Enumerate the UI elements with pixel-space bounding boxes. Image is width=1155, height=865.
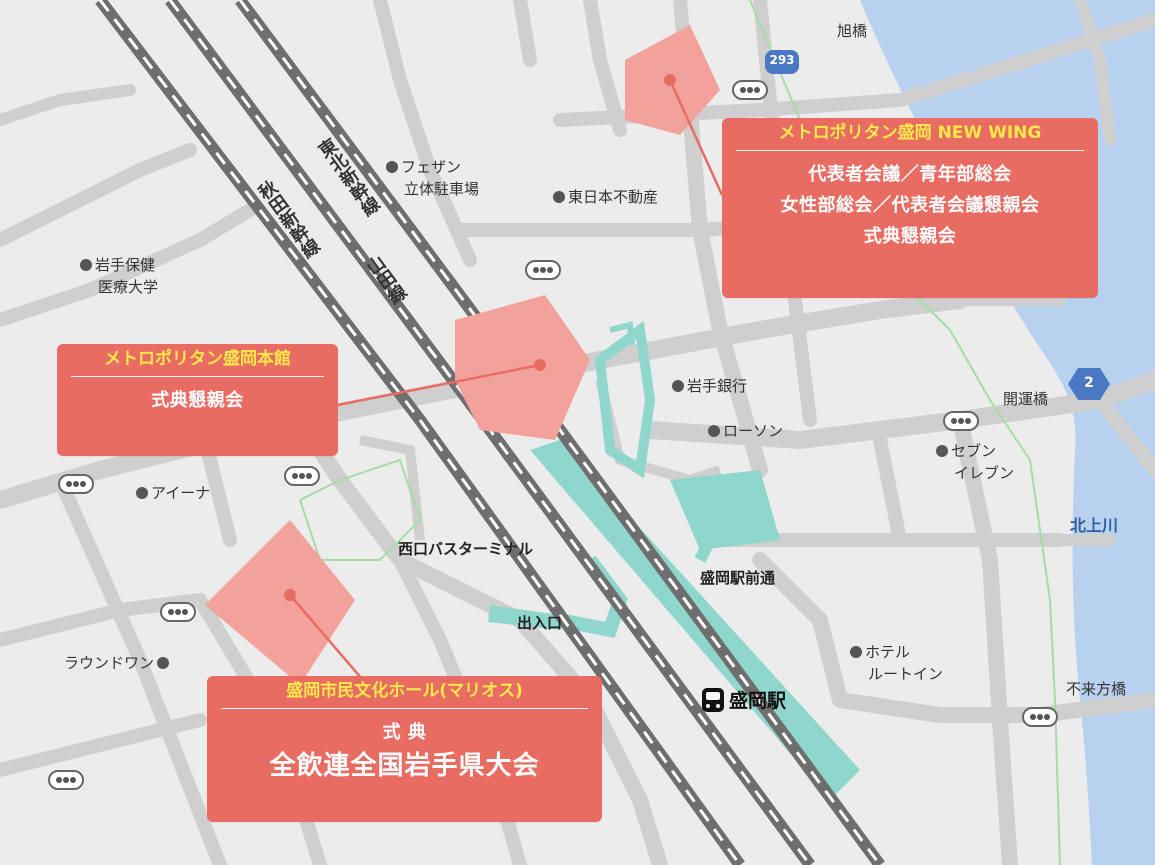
intersection-marker	[160, 602, 196, 622]
venue-title: メトロポリタン盛岡 NEW WING	[778, 123, 1042, 143]
poi-iwate-hoken-iryo-daigaku: 岩手保健 医療大学	[80, 254, 158, 298]
poi-label: 立体駐車場	[404, 180, 480, 198]
poi-label: 東日本不動産	[568, 188, 659, 206]
venue-event: 代表者会議／青年部総会	[808, 164, 1012, 185]
intersection-marker	[48, 770, 84, 790]
poi-label: ラウンドワン	[64, 654, 155, 672]
venue-event: 全飲連全国岩手県大会	[269, 751, 540, 781]
poi-label: 医療大学	[98, 278, 159, 296]
ekimae-dori-label: 盛岡駅前通	[700, 569, 776, 587]
poi-label: ホテル	[865, 643, 911, 661]
divider	[221, 708, 588, 709]
intersection-marker	[58, 474, 94, 494]
venue-card-new-wing[interactable]: メトロポリタン盛岡 NEW WING 代表者会議／青年部総会 女性部総会／代表者…	[722, 118, 1098, 298]
venue-title: 盛岡市民文化ホール(マリオス)	[286, 681, 523, 701]
poi-seven-eleven: セブン イレブン	[936, 440, 1014, 484]
poi-hotel-route-inn: ホテル ルートイン	[850, 641, 943, 685]
poi-lawson: ローソン	[708, 420, 783, 442]
divider	[736, 150, 1084, 151]
poi-aiina: アイーナ	[136, 482, 210, 504]
asahibashi-label: 旭橋	[837, 22, 868, 40]
poi-label: イレブン	[954, 464, 1015, 482]
poi-marker-icon	[708, 425, 720, 437]
poi-marker-icon	[936, 445, 948, 457]
poi-fezan: フェザン 立体駐車場	[386, 156, 479, 200]
poi-round-one: ラウンドワン	[64, 652, 170, 674]
poi-label: 岩手銀行	[687, 377, 748, 395]
station-name: 盛岡駅	[729, 690, 787, 712]
venue-card-honkan[interactable]: メトロポリタン盛岡本館 式典懇親会	[57, 344, 338, 456]
poi-label: セブン	[951, 442, 997, 460]
poi-marker-icon	[157, 657, 170, 669]
poi-marker-icon	[553, 191, 565, 203]
poi-marker-icon	[672, 380, 684, 392]
poi-marker-icon	[850, 646, 862, 658]
poi-iwate-ginko: 岩手銀行	[672, 375, 747, 397]
divider	[71, 376, 324, 377]
intersection-marker	[1022, 707, 1058, 727]
venue-title: メトロポリタン盛岡本館	[104, 349, 291, 369]
poi-label: ルートイン	[868, 665, 944, 683]
intersection-marker	[525, 260, 561, 280]
kaiunbashi-label: 開運橋	[1003, 390, 1049, 408]
bus-terminal-label: 西口バスターミナル	[398, 540, 534, 558]
poi-label: アイーナ	[151, 484, 211, 502]
poi-label: 岩手保健	[95, 256, 156, 274]
intersection-marker	[284, 466, 320, 486]
train-icon	[702, 688, 724, 712]
venue-event: 式 典	[382, 722, 427, 743]
poi-marker-icon	[386, 161, 398, 173]
intersection-marker	[732, 80, 768, 100]
entrance-label: 出入口	[517, 614, 563, 632]
venue-event: 式典懇親会	[863, 226, 957, 247]
route-293-shield: 293	[769, 53, 795, 67]
venue-card-marios[interactable]: 盛岡市民文化ホール(マリオス) 式 典 全飲連全国岩手県大会	[207, 676, 602, 822]
poi-marker-icon	[80, 259, 92, 271]
poi-label: フェザン	[401, 158, 462, 176]
poi-label: ローソン	[723, 422, 784, 440]
venue-event: 女性部総会／代表者会議懇親会	[780, 195, 1040, 216]
kitakami-river-label: 北上川	[1070, 516, 1119, 535]
poi-marker-icon	[136, 487, 148, 499]
poi-higashinihon-fudosan: 東日本不動産	[553, 186, 658, 208]
fukigatabashi-label: 不来方橋	[1066, 680, 1127, 698]
morioka-station[interactable]: 盛岡駅	[702, 686, 786, 713]
venue-event: 式典懇親会	[151, 390, 244, 411]
route-2-shield: 2	[1084, 375, 1094, 391]
intersection-marker	[943, 411, 979, 431]
